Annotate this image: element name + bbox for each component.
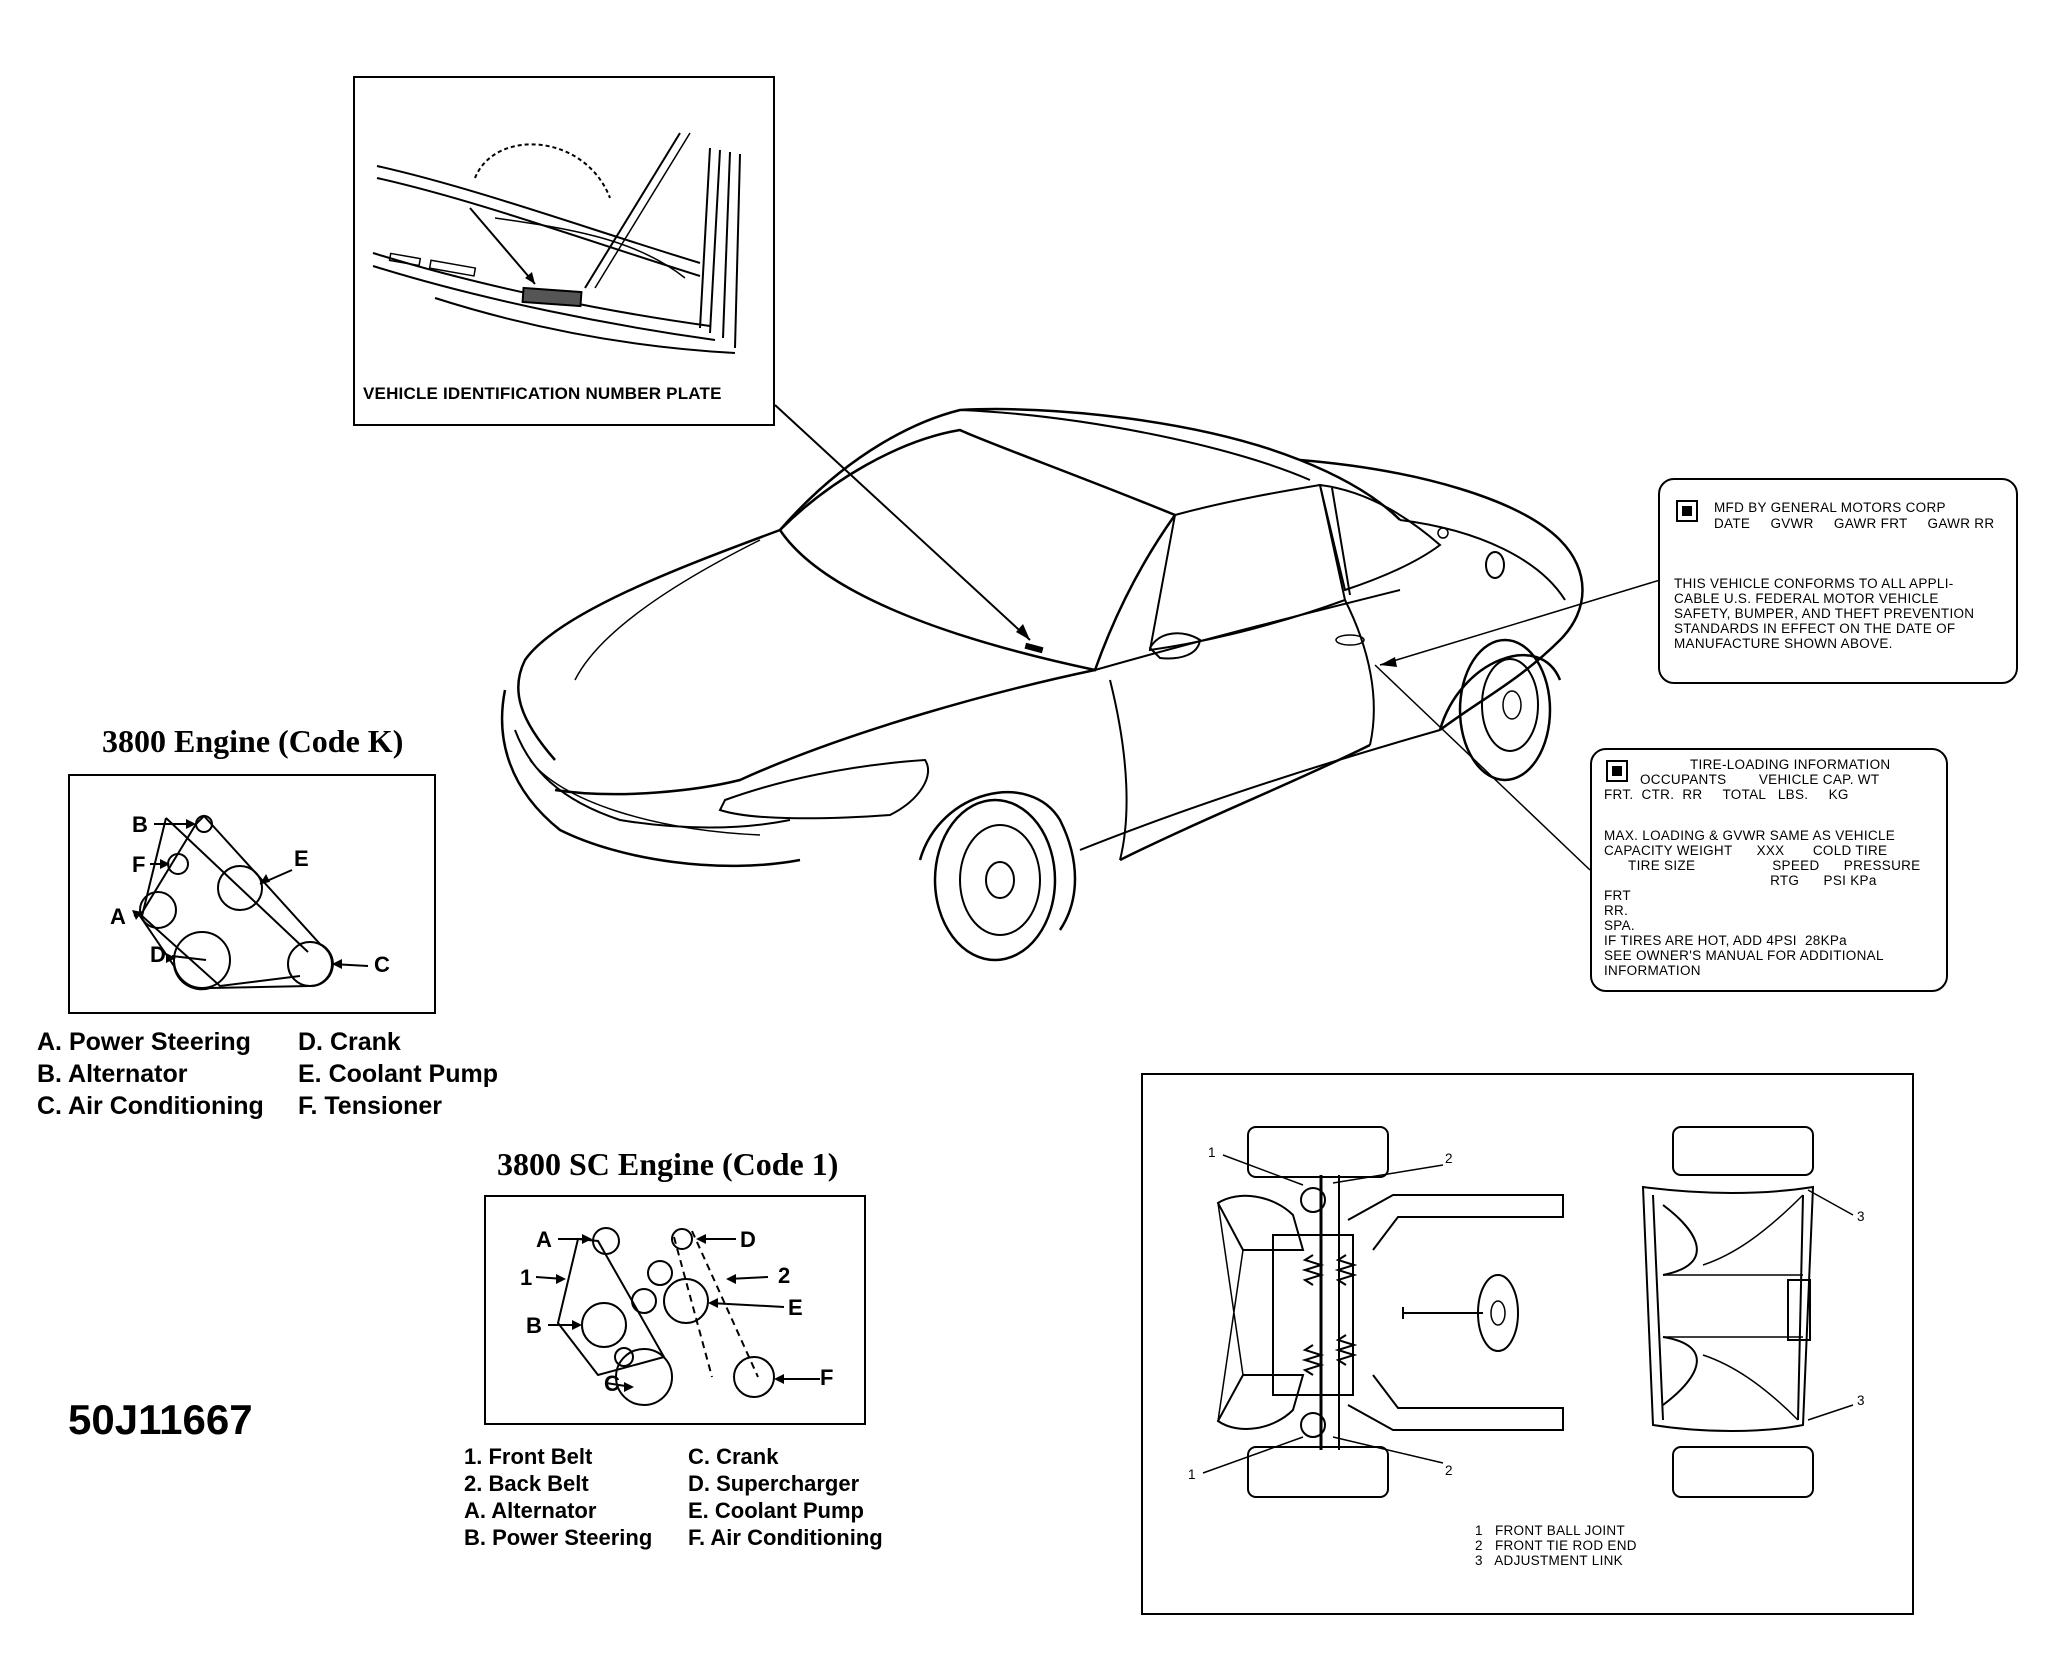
legend-item: 3 ADJUSTMENT LINK [1475, 1553, 1623, 1568]
engine-k-label-a: A [110, 904, 126, 929]
crank-pulley [173, 931, 231, 989]
engine-sc-legend-left: 1. Front Belt 2. Back Belt A. Alternator… [464, 1443, 652, 1551]
engine-sc-label-f: F [820, 1365, 834, 1390]
coolant-pulley [217, 865, 263, 911]
engine-k-belt-svg [132, 814, 369, 991]
legend-item: F. Tensioner [298, 1092, 443, 1120]
rear-tire-top [1672, 1126, 1814, 1176]
engine-sc-belt-diagram: A 1 B C D 2 E F [484, 1195, 866, 1425]
alternator-pulley [195, 815, 213, 833]
legend-item: B. Alternator [37, 1060, 188, 1088]
engine-sc-label-c: C [604, 1371, 620, 1396]
engine-sc-legend-right: C. Crank D. Supercharger E. Coolant Pump… [688, 1443, 883, 1551]
tire-line-1: OCCUPANTS VEHICLE CAP. WT [1640, 772, 1880, 787]
legend-item: D. Crank [298, 1028, 401, 1056]
power-steering-pulley [139, 891, 177, 929]
suspension-diagram: 1 2 1 2 3 3 1 FRONT BALL JOINT 2 FRONT T… [1141, 1073, 1914, 1615]
power-steering-pulley [581, 1302, 627, 1348]
legend-item: D. Supercharger [688, 1471, 860, 1496]
figure-id: 50J11667 [68, 1396, 253, 1443]
gm-logo-icon [1676, 500, 1698, 522]
engine-sc-label-d: D [740, 1227, 756, 1252]
legend-item: E. Coolant Pump [688, 1498, 864, 1523]
engine-k-legend-left: A. Power Steering B. Alternator C. Air C… [37, 1026, 264, 1122]
callout-3-bottom: 3 [1857, 1393, 1865, 1408]
legend-item: C. Air Conditioning [37, 1092, 264, 1120]
engine-sc-label-1: 1 [520, 1265, 533, 1290]
suspension-svg [1202, 1126, 1854, 1498]
tire-loading-label: TIRE-LOADING INFORMATION OCCUPANTS VEHIC… [1590, 748, 1948, 992]
front-tire-top [1247, 1126, 1389, 1178]
gm-logo-icon [1606, 760, 1628, 782]
tire-line-2: FRT. CTR. RR TOTAL LBS. KG [1604, 787, 1849, 802]
engine-sc-label-2: 2 [778, 1263, 791, 1288]
engine-k-legend-right: D. Crank E. Coolant Pump F. Tensioner [298, 1026, 498, 1122]
callout-2-bottom: 2 [1445, 1463, 1453, 1478]
engine-sc-belt-svg [535, 1227, 820, 1406]
legend-item: 1. Front Belt [464, 1444, 593, 1469]
vin-plate-inset: VEHICLE IDENTIFICATION NUMBER PLATE [353, 76, 775, 426]
cert-line-1: MFD BY GENERAL MOTORS CORP [1714, 500, 1946, 515]
legend-item: A. Power Steering [37, 1028, 251, 1056]
vin-plate-caption: VEHICLE IDENTIFICATION NUMBER PLATE [363, 384, 722, 403]
engine-sc-label-a: A [536, 1227, 552, 1252]
engine-k-label-b: B [132, 812, 148, 837]
engine-k-belt-diagram: B F A D E C [68, 774, 436, 1014]
legend-item: 2 FRONT TIE ROD END [1475, 1538, 1637, 1553]
callout-2-top: 2 [1445, 1151, 1453, 1166]
callout-3-top: 3 [1857, 1209, 1865, 1224]
legend-item: C. Crank [688, 1444, 779, 1469]
ac-pulley [733, 1356, 775, 1398]
engine-sc-label-b: B [526, 1313, 542, 1338]
supercharger-pulley [671, 1228, 693, 1250]
crank-pulley [615, 1348, 673, 1406]
tire-title: TIRE-LOADING INFORMATION [1690, 757, 1891, 772]
cert-line-2: DATE GVWR GAWR FRT GAWR RR [1714, 516, 1995, 531]
cert-body: THIS VEHICLE CONFORMS TO ALL APPLI- CABL… [1674, 576, 1975, 651]
tire-body: MAX. LOADING & GVWR SAME AS VEHICLE CAPA… [1604, 828, 1921, 978]
engine-sc-label-e: E [788, 1295, 803, 1320]
engine-k-label-d: D [150, 942, 166, 967]
legend-item: F. Air Conditioning [688, 1525, 883, 1550]
alternator-pulley [592, 1227, 620, 1255]
engine-k-label-c: C [374, 952, 390, 977]
engine-k-label-f: F [132, 852, 146, 877]
coolant-pulley [663, 1278, 709, 1324]
legend-item: E. Coolant Pump [298, 1060, 498, 1088]
rear-tire-bottom [1672, 1446, 1814, 1498]
engine-k-title: 3800 Engine (Code K) [102, 723, 404, 759]
callout-1-bottom: 1 [1188, 1467, 1196, 1482]
legend-item: 1 FRONT BALL JOINT [1475, 1523, 1626, 1538]
legend-item: 2. Back Belt [464, 1471, 589, 1496]
callout-1-top: 1 [1208, 1145, 1216, 1160]
engine-sc-title: 3800 SC Engine (Code 1) [497, 1146, 839, 1182]
legend-item: A. Alternator [464, 1498, 597, 1523]
certification-label: MFD BY GENERAL MOTORS CORP DATE GVWR GAW… [1658, 478, 2018, 684]
engine-k-label-e: E [294, 846, 309, 871]
front-tire-bottom [1247, 1446, 1389, 1498]
suspension-legend: 1 FRONT BALL JOINT 2 FRONT TIE ROD END 3… [1475, 1523, 1637, 1568]
legend-item: B. Power Steering [464, 1525, 653, 1550]
vin-dashboard-drawing [372, 132, 741, 354]
